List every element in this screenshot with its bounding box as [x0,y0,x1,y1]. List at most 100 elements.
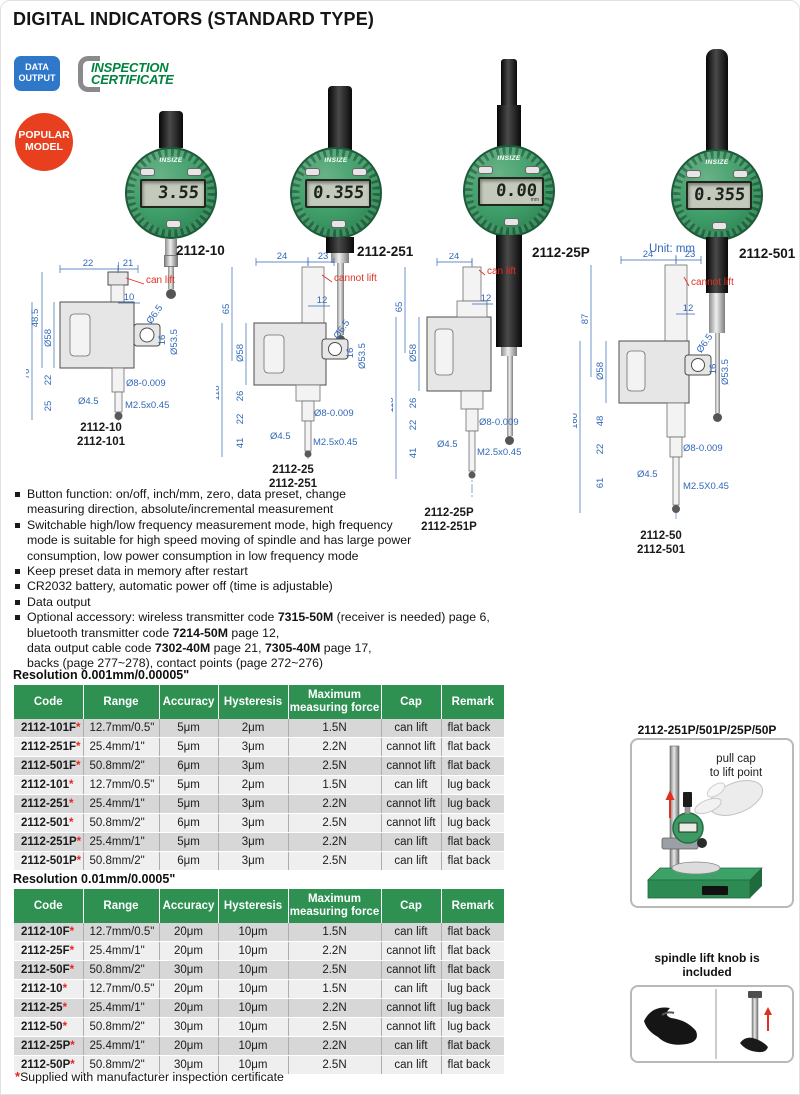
zero-button [712,222,727,230]
contact-point [166,289,176,299]
dimension-drawing-2112-10: 22 21 can lift 10 48.5 Ø58 76 22 25 Ø6.5… [26,258,180,422]
table-cell: can lift [380,851,441,871]
table-cell: 3μm [217,737,288,757]
table-cell: 10μm [217,923,288,942]
table-cell: can lift [380,775,441,795]
table-cell: 50.8mm/2" [82,813,159,833]
zero-button [331,220,346,228]
spindle [507,356,513,436]
feature-item: Button function: on/off, inch/mm, zero, … [13,487,465,518]
pull-cap-note: pull cap [716,753,756,765]
table-cell: can lift [380,832,441,852]
drawing-caption: 2112-25P 2112-251P [421,507,477,533]
column-header: Cap [380,889,441,923]
table-cell: lug back [440,998,504,1018]
sleeve [331,253,349,263]
footnote: *Supplied with manufacturer inspection c… [15,1069,284,1084]
dim-label: 24 [277,251,288,262]
table-cell: 1.5N [287,923,381,942]
table-cell: lug back [440,794,504,814]
product-2112-251: INSIZE 0.355 [290,86,390,356]
dim-label: M2.5x0.45 [477,447,521,458]
feature-list: Button function: on/off, inch/mm, zero, … [13,487,490,672]
left-button [140,168,155,176]
dim-label: 24 [449,253,460,262]
table-cell: 50.8mm/2" [82,960,159,980]
table-cell: flat back [440,923,504,942]
dim-label: 12 [683,303,694,314]
feature-item: Keep preset data in memory after restart [13,564,465,579]
stem [165,239,177,255]
table-cell: 1.5N [287,719,381,738]
feature-item: CR2032 battery, automatic power off (tim… [13,579,465,594]
code-cell: 2112-25* [14,998,83,1018]
data-output-line2: OUTPUT [18,73,56,83]
product-label-2112-10: 2112-10 [176,243,225,258]
cap [159,111,183,148]
dim-label: 10 [124,292,135,303]
bullet-icon [15,615,20,621]
table-cell: 2.5N [287,813,381,833]
dim-label: Ø8-0.009 [126,378,166,389]
dim-label: M2.5x0.45 [125,400,169,411]
popular-line1: POPULAR [18,129,70,141]
table-cell: can lift [380,1036,441,1056]
code-cell: 2112-25F* [14,941,83,961]
table-cell: 20μm [158,923,218,942]
product-label-2112-25P: 2112-25P [532,245,590,260]
dim-label: Ø58 [595,362,606,380]
table-cell: flat back [440,1055,504,1075]
dim-label: Ø53.5 [169,329,180,355]
lift-label: can lift [487,266,516,277]
table-cell: cannot lift [380,756,441,776]
product-2112-25P: INSIZE 0.00 mm [463,59,563,451]
code-cell: 2112-50* [14,1017,83,1037]
dim-label: 25 [43,401,54,412]
panel1-title: 2112-251P/501P/25P/50P [637,723,777,737]
left-button [686,170,701,178]
table-cell: lug back [440,775,504,795]
table-cell: lug back [440,1017,504,1037]
table-cell: 10μm [217,1055,288,1075]
right-button [187,168,202,176]
lcd-display: 0.355 [305,179,371,208]
table-cell: flat back [440,832,504,852]
certificate-star-icon: * [62,1002,68,1014]
table-cell: 2.2N [287,998,381,1018]
column-header: Remark [440,685,504,719]
code-cell: 2112-10F* [14,923,83,942]
table-cell: 2μm [217,775,288,795]
table-cell: 30μm [158,1055,218,1075]
dim-label: Ø4.5 [437,439,458,450]
dim-label: 12 [481,293,492,304]
lift-knob-illustration [644,989,772,1059]
bullet-icon [15,522,20,528]
zero-button [504,218,519,226]
certificate-star-icon: * [76,836,82,848]
table-cell: cannot lift [380,941,441,961]
table-cell: 30μm [158,1017,218,1037]
contact-point [713,413,722,422]
table-cell: 6μm [158,851,218,871]
column-header: Remark [440,889,504,923]
dimension-drawing-2112-50: 24 23 cannot lift 12 87 Ø58 160 48 22 61… [573,249,734,521]
lift-cap [683,792,692,807]
lcd-display: 0.355 [686,181,752,210]
brand-logo: INSIZE [324,157,348,164]
dim-label: 118 [216,385,222,400]
code-cell: 2112-501F* [14,756,83,776]
dim-label: 87 [580,314,591,325]
certificate-star-icon: * [62,983,68,995]
certificate-star-icon: * [70,1059,75,1071]
unit-note: Unit: mm [649,243,695,255]
table-cell: lug back [440,813,504,833]
certificate-star-icon: * [76,760,81,772]
table-cell: cannot lift [380,960,441,980]
indicator-face: INSIZE 0.355 [290,147,382,239]
